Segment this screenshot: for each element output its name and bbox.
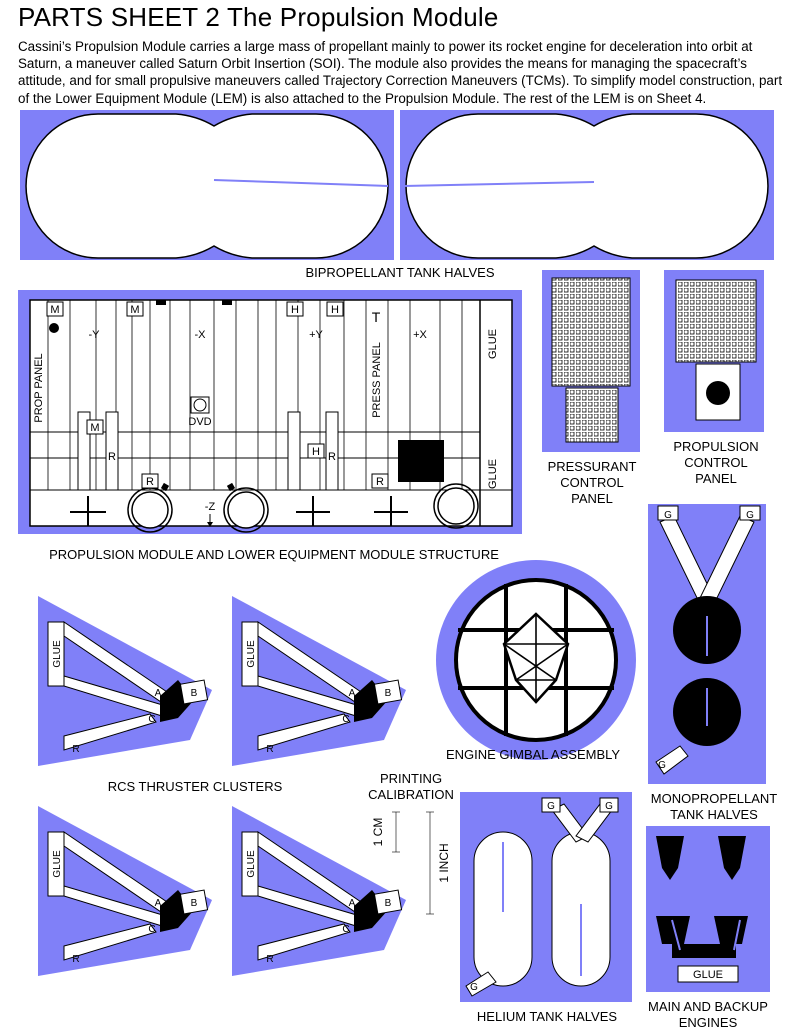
- propulsion-structure-part: [18, 290, 522, 534]
- rcs1-glue: GLUE: [52, 640, 63, 668]
- calibration-marks: [392, 811, 434, 915]
- label-h-1: H: [291, 304, 299, 316]
- page-title: PARTS SHEET 2 The Propulsion Module: [18, 2, 499, 32]
- caption-calibration: PRINTING CALIBRATION: [356, 771, 466, 803]
- intro-paragraph: Cassini’s Propulsion Module carries a la…: [18, 39, 783, 106]
- rcs4-a: A: [349, 898, 356, 909]
- rcs1-r: R: [72, 744, 79, 755]
- rcs4-b: B: [385, 898, 392, 909]
- label-dvd: DVD: [188, 416, 211, 428]
- label-m-2: M: [130, 304, 139, 316]
- label-h-2: H: [331, 304, 339, 316]
- rcs4-c: C: [342, 924, 349, 935]
- rcs3-a: A: [155, 898, 162, 909]
- label-neg-y: -Y: [89, 329, 101, 341]
- label-pos-y: +Y: [309, 329, 323, 341]
- label-m-3: M: [90, 422, 99, 434]
- rcs1-c: C: [148, 714, 155, 725]
- rcs2-a: A: [349, 688, 356, 699]
- helium-g-2: G: [605, 801, 613, 812]
- label-r-1: R: [108, 451, 116, 463]
- label-r-3: R: [146, 476, 154, 488]
- caption-pressurant-line-2: CONTROL: [560, 475, 624, 490]
- rcs-cluster-3: [38, 806, 212, 976]
- label-h-3: H: [312, 446, 320, 458]
- label-r-4: R: [376, 476, 384, 488]
- label-neg-z: -Z: [205, 501, 216, 513]
- rcs2-c: C: [342, 714, 349, 725]
- rcs1-a: A: [155, 688, 162, 699]
- caption-propulsion-control-line-3: PANEL: [695, 471, 737, 486]
- caption-structure: PROPULSION MODULE AND LOWER EQUIPMENT MO…: [49, 547, 499, 562]
- rcs2-b: B: [385, 688, 392, 699]
- rcs3-glue: GLUE: [52, 850, 63, 878]
- calibration-cm: 1 CM: [371, 818, 385, 847]
- label-m-1: M: [50, 304, 59, 316]
- caption-pressurant: PRESSURANT CONTROL PANEL: [530, 459, 654, 507]
- rcs-cluster-4: [232, 806, 406, 976]
- caption-calibration-line-2: CALIBRATION: [368, 787, 454, 802]
- caption-pressurant-line-3: PANEL: [571, 491, 613, 506]
- label-glue-2: GLUE: [487, 459, 499, 489]
- caption-monoprop: MONOPROPELLANT TANK HALVES: [636, 791, 792, 823]
- rcs2-glue: GLUE: [246, 640, 257, 668]
- label-r-2: R: [328, 451, 336, 463]
- caption-propulsion-control: PROPULSION CONTROL PANEL: [654, 439, 778, 487]
- mono-g-3: G: [658, 760, 666, 771]
- rcs3-r: R: [72, 954, 79, 965]
- engines-glue: GLUE: [693, 969, 723, 981]
- caption-rcs: RCS THRUSTER CLUSTERS: [107, 779, 283, 794]
- caption-engines-line-2: ENGINES: [678, 1015, 738, 1030]
- caption-propulsion-control-line-2: CONTROL: [684, 455, 748, 470]
- caption-helium: HELIUM TANK HALVES: [476, 1009, 618, 1024]
- helium-g-3: G: [470, 982, 478, 993]
- label-prop-panel: PROP PANEL: [33, 353, 45, 422]
- mono-g-1: G: [664, 510, 672, 521]
- label-glue-1: GLUE: [487, 329, 499, 359]
- pressurant-control-panel-part: [542, 270, 640, 452]
- helium-g-1: G: [547, 801, 555, 812]
- caption-monoprop-line-2: TANK HALVES: [670, 807, 758, 822]
- caption-calibration-line-1: PRINTING: [379, 771, 443, 786]
- caption-propulsion-control-line-1: PROPULSION: [673, 439, 759, 454]
- engines-part: [646, 826, 770, 992]
- helium-tank-part: [460, 792, 632, 1002]
- rcs2-r: R: [266, 744, 273, 755]
- monoprop-tank-part: [648, 504, 766, 784]
- caption-biprop: BIPROPELLANT TANK HALVES: [305, 265, 495, 280]
- biprop-tank-half-right: [400, 110, 774, 260]
- rcs1-b: B: [191, 688, 198, 699]
- label-t: T: [372, 309, 381, 325]
- label-neg-x: -X: [195, 329, 207, 341]
- label-pos-x: +X: [413, 329, 427, 341]
- label-press-panel: PRESS PANEL: [371, 342, 383, 418]
- rcs4-glue: GLUE: [246, 850, 257, 878]
- mono-g-2: G: [746, 510, 754, 521]
- caption-engines: MAIN AND BACKUP ENGINES: [630, 999, 786, 1031]
- caption-engines-line-1: MAIN AND BACKUP: [648, 999, 768, 1014]
- propulsion-control-panel-part: [664, 270, 764, 432]
- rcs3-c: C: [148, 924, 155, 935]
- caption-pressurant-line-1: PRESSURANT: [547, 459, 637, 474]
- rcs4-r: R: [266, 954, 273, 965]
- rcs3-b: B: [191, 898, 198, 909]
- biprop-tank-half-left: [20, 110, 394, 260]
- rcs-cluster-1: [38, 596, 212, 766]
- caption-monoprop-line-1: MONOPROPELLANT: [650, 791, 778, 806]
- caption-gimbal: ENGINE GIMBAL ASSEMBLY: [445, 747, 621, 762]
- rcs-cluster-2: [232, 596, 406, 766]
- engine-gimbal-part: [436, 560, 636, 760]
- calibration-inch: 1 INCH: [437, 843, 451, 882]
